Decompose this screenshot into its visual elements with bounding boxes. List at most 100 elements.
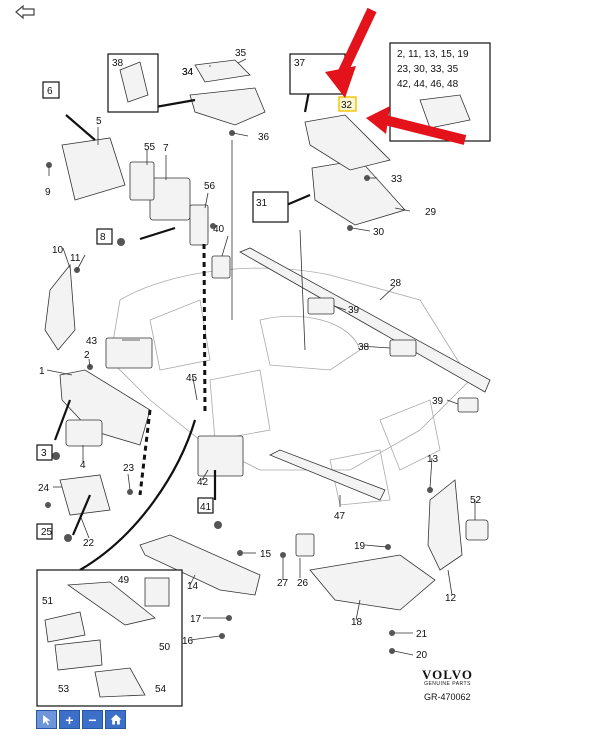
dashboard-assembly — [109, 267, 471, 506]
part-43 — [105, 337, 153, 369]
brand-name: VOLVO — [422, 667, 473, 682]
svg-text:50: 50 — [159, 642, 171, 653]
svg-text:27: 27 — [277, 578, 289, 589]
svg-text:2: 2 — [84, 350, 90, 361]
svg-text:52: 52 — [470, 495, 482, 506]
clip-39-right — [457, 397, 479, 413]
select-tool-button[interactable] — [36, 710, 57, 729]
clip-38-upper — [307, 297, 335, 315]
svg-text:26: 26 — [297, 578, 309, 589]
svg-text:39: 39 — [348, 305, 360, 316]
svg-text:9: 9 — [45, 187, 51, 198]
panel-34 — [189, 87, 266, 126]
svg-text:15: 15 — [260, 549, 272, 560]
svg-text:32: 32 — [341, 100, 353, 111]
bracket-14 — [139, 534, 261, 596]
svg-text:54: 54 — [155, 684, 167, 695]
svg-text:30: 30 — [373, 227, 385, 238]
clip-39-left — [211, 255, 231, 279]
svg-text:36: 36 — [258, 132, 270, 143]
bracket-52 — [465, 519, 489, 541]
svg-text:3: 3 — [41, 448, 47, 459]
svg-text:42: 42 — [197, 477, 209, 488]
kit-line-2: 23, 30, 33, 35 — [397, 64, 459, 75]
svg-text:43: 43 — [86, 336, 98, 347]
part-4 — [65, 419, 103, 447]
svg-text:13: 13 — [427, 454, 439, 465]
svg-text:20: 20 — [416, 650, 428, 661]
display-frame-5 — [61, 137, 126, 201]
svg-text:45: 45 — [186, 373, 198, 384]
home-button[interactable] — [105, 710, 126, 729]
svg-text:40: 40 — [213, 224, 225, 235]
brand-logo: VOLVO GENUINE PARTS — [422, 668, 473, 688]
svg-text:23: 23 — [123, 463, 135, 474]
svg-text:6: 6 — [47, 86, 53, 97]
svg-text:11: 11 — [70, 253, 81, 264]
svg-text:34: 34 — [182, 67, 194, 78]
svg-text:7: 7 — [163, 143, 169, 154]
svg-text:17: 17 — [190, 614, 202, 625]
svg-text:10: 10 — [52, 245, 64, 256]
part-41 — [197, 435, 244, 477]
svg-text:47: 47 — [334, 511, 346, 522]
bracket-7 — [149, 177, 191, 221]
svg-text:55: 55 — [144, 142, 156, 153]
callout-boxes — [36, 42, 491, 707]
callout-38-lower: 38 — [358, 342, 370, 353]
svg-text:53: 53 — [58, 684, 70, 695]
trim-strip-47 — [269, 449, 386, 501]
part-55 — [129, 161, 155, 201]
diagram-reference: GR-470062 — [424, 692, 471, 702]
callout-39-right: 39 — [432, 396, 444, 407]
side-panel-12 — [427, 479, 463, 571]
callout-32-highlight — [338, 96, 357, 112]
zoom-in-button[interactable]: + — [59, 710, 80, 729]
svg-text:38: 38 — [112, 58, 124, 69]
red-arrows — [325, 7, 467, 145]
svg-text:21: 21 — [416, 629, 428, 640]
guide-line-45 — [202, 243, 207, 416]
svg-text:8: 8 — [100, 232, 106, 243]
back-arrow-icon[interactable] — [14, 4, 36, 20]
kit-line-3: 42, 44, 46, 48 — [397, 79, 459, 90]
fasteners — [45, 130, 433, 654]
svg-text:22: 22 — [83, 538, 95, 549]
brand-tagline: GENUINE PARTS — [424, 681, 471, 687]
svg-text:31: 31 — [256, 198, 268, 209]
svg-text:33: 33 — [391, 174, 403, 185]
kit-line-1: 2, 11, 13, 15, 19 — [397, 49, 469, 60]
side-trim-10 — [44, 263, 76, 351]
lower-panel-1 — [59, 369, 151, 446]
svg-text:12: 12 — [445, 593, 457, 604]
svg-text:14: 14 — [187, 581, 199, 592]
svg-text:29: 29 — [425, 207, 437, 218]
svg-text:56: 56 — [204, 181, 216, 192]
part-56 — [189, 204, 209, 246]
svg-text:25: 25 — [41, 527, 53, 538]
home-icon — [110, 714, 121, 725]
svg-text:49: 49 — [118, 575, 130, 586]
svg-text:51: 51 — [42, 596, 54, 607]
panel-34-top — [194, 59, 251, 83]
callout-34-lower: 34 — [182, 67, 194, 78]
zoom-toolbar: + − — [36, 710, 126, 729]
leader-lines — [46, 58, 476, 656]
svg-text:18: 18 — [351, 617, 363, 628]
callout-numbers: 1 2 3 4 5 6 7 8 9 10 11 12 13 14 15 16 1… — [38, 48, 482, 695]
clip-38-lower — [389, 339, 417, 357]
svg-text:4: 4 — [80, 460, 86, 471]
cover-32 — [304, 114, 391, 171]
svg-text:1: 1 — [39, 366, 45, 377]
svg-text:5: 5 — [96, 116, 102, 127]
svg-text:19: 19 — [354, 541, 366, 552]
part-26 — [295, 533, 315, 557]
zoom-out-button[interactable]: − — [82, 710, 103, 729]
select-icon — [42, 714, 50, 725]
svg-text:41: 41 — [200, 502, 212, 513]
svg-text:24: 24 — [38, 483, 50, 494]
svg-text:35: 35 — [235, 48, 247, 59]
vent-29 — [311, 159, 406, 226]
svg-text:28: 28 — [390, 278, 402, 289]
